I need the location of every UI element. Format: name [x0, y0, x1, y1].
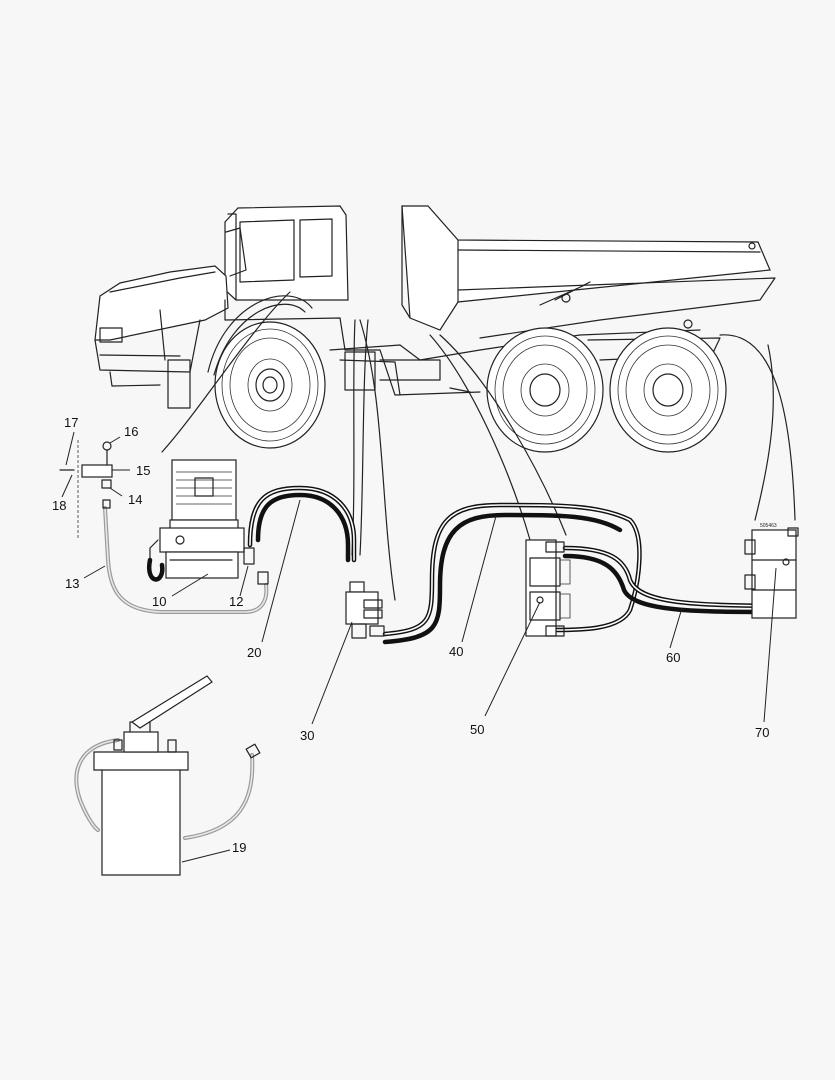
callout-40: 40	[449, 644, 463, 659]
callout-50: 50	[470, 722, 484, 737]
callout-14: 14	[128, 492, 142, 507]
rear-wheel-2	[609, 327, 727, 453]
callout-19: 19	[232, 840, 246, 855]
callout-labels: 17 16 15 18 14 13 10 12 20 30 40 50 60 7…	[52, 415, 769, 855]
callout-70: 70	[755, 725, 769, 740]
lube-pump-unit	[146, 459, 269, 585]
gray-tubes	[74, 506, 269, 840]
callout-20: 20	[247, 645, 261, 660]
callout-13: 13	[65, 576, 79, 591]
fittings-14-18	[59, 440, 113, 540]
leader-lines	[61, 431, 777, 863]
divider-valve-50	[525, 539, 571, 637]
rear-wheel-1	[486, 327, 604, 453]
articulated-dump-truck	[94, 205, 776, 453]
callout-15: 15	[136, 463, 150, 478]
drawing-code: 505463	[760, 523, 777, 529]
callout-16: 16	[124, 424, 138, 439]
callout-10: 10	[152, 594, 166, 609]
hoses-20-40-60	[247, 485, 783, 645]
bucket-pump	[93, 675, 261, 876]
callout-18: 18	[52, 498, 66, 513]
divider-valve-30	[345, 581, 385, 639]
callout-60: 60	[666, 650, 680, 665]
divider-valve-70	[744, 527, 799, 619]
callout-17: 17	[64, 415, 78, 430]
callout-30: 30	[300, 728, 314, 743]
front-wheel	[214, 321, 326, 449]
callout-12: 12	[229, 594, 243, 609]
